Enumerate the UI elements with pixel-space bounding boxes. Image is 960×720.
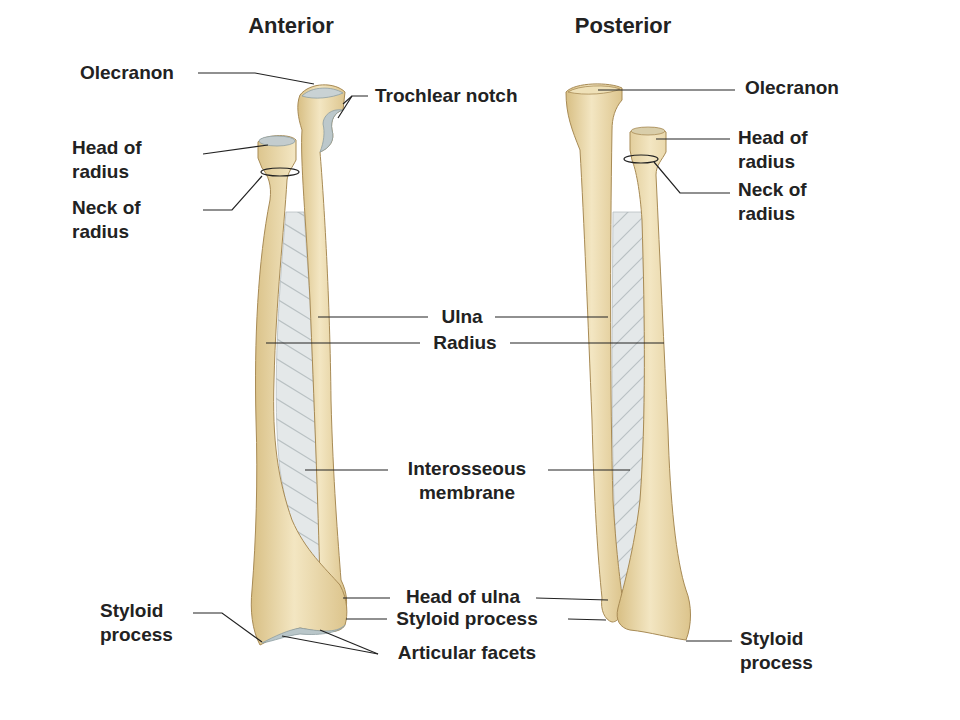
part-label: Radius: [415, 331, 515, 355]
part-label: Ulna: [417, 305, 507, 329]
leader-line: [654, 162, 730, 193]
leader-line: [510, 342, 664, 343]
leader-line: [656, 138, 730, 139]
leader-line: [495, 316, 608, 317]
part-label: Styloid process: [100, 599, 200, 647]
leader-line: [686, 640, 732, 641]
leader-line: [266, 342, 420, 343]
leader-line: [318, 316, 428, 317]
leader-line: [203, 176, 262, 210]
neck-marker: [624, 155, 658, 163]
radial-head-cartilage: [259, 136, 295, 146]
neck-marker: [261, 168, 299, 176]
part-label: Interosseous membrane: [382, 457, 552, 505]
leader-line: [343, 597, 390, 598]
part-label: Styloid process: [372, 607, 562, 631]
leader-line: [598, 89, 735, 90]
part-label: Olecranon: [80, 61, 210, 85]
radius-bone: [251, 136, 347, 645]
radius-bone: [617, 128, 690, 641]
leader-line: [568, 619, 606, 620]
leader-line: [338, 96, 368, 118]
part-label: Trochlear notch: [375, 84, 565, 108]
leader-line: [346, 618, 387, 619]
part-label: Head of radius: [738, 126, 838, 174]
leader-line: [305, 469, 388, 470]
leader-line: [548, 469, 630, 470]
part-label: Head of ulna: [378, 585, 548, 609]
part-label: Head of radius: [72, 136, 172, 184]
part-label: Articular facets: [372, 641, 562, 665]
leader-line: [198, 73, 314, 84]
olecranon-top: [302, 88, 343, 98]
part-label: Styloid process: [740, 627, 840, 675]
view-heading: Anterior: [206, 12, 376, 40]
leader-line: [203, 145, 268, 154]
ulna-bone: [566, 84, 623, 622]
part-label: Olecranon: [745, 76, 885, 100]
radial-head-cartilage: [631, 127, 665, 135]
part-label: Neck of radius: [738, 178, 838, 226]
leader-line: [282, 636, 378, 654]
leader-line: [343, 96, 352, 104]
leader-line: [193, 613, 262, 642]
part-label: Neck of radius: [72, 196, 172, 244]
leader-line: [536, 598, 608, 600]
leader-line: [320, 630, 378, 654]
view-heading: Posterior: [538, 12, 708, 40]
ulna-bone: [298, 85, 347, 622]
